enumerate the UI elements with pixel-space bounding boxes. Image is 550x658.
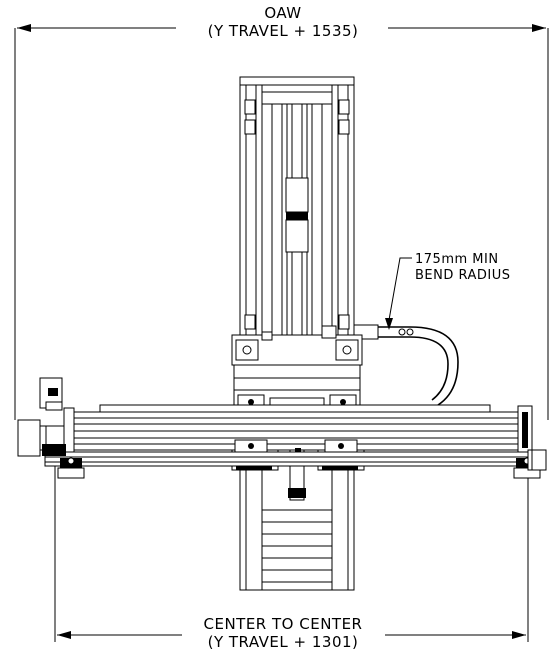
right-end-detail [527, 449, 547, 471]
oaw-label: OAW [264, 4, 301, 22]
leader-arrow [385, 318, 393, 330]
overall-width-dimension: OAW (Y TRAVEL + 1535) [14, 4, 549, 420]
cable-carrier [351, 324, 459, 406]
lower-rail [44, 451, 541, 479]
ctc-expression: (Y TRAVEL + 1301) [208, 633, 359, 651]
leader-line [388, 257, 412, 321]
ctc-label: CENTER TO CENTER [204, 615, 363, 633]
bend-radius-note: 175mm MIN BEND RADIUS [385, 252, 511, 330]
vertical-column [231, 76, 363, 366]
bend-radius-line2: BEND RADIUS [415, 268, 511, 283]
oaw-expression: (Y TRAVEL + 1535) [208, 22, 359, 40]
center-to-center-dimension: CENTER TO CENTER (Y TRAVEL + 1301) [54, 452, 529, 651]
lower-column [231, 447, 365, 591]
carriage-block [233, 364, 361, 411]
bend-radius-line1: 175mm MIN [415, 252, 499, 267]
left-motor [17, 377, 66, 457]
horizontal-beam [63, 404, 533, 455]
